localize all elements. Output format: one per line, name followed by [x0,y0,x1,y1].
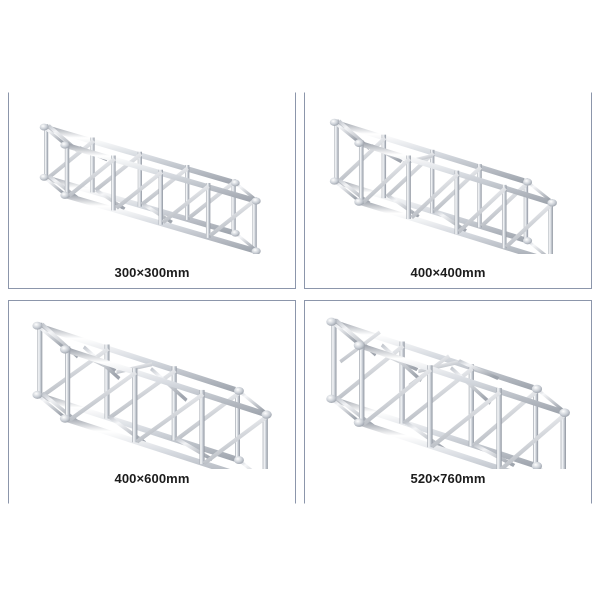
square-truss-400x400-illustration [305,93,591,254]
truss-card-400x600[interactable]: 400×600mm [8,300,296,504]
truss-size-label: 300×300mm [114,265,190,280]
truss-card-400x400[interactable]: 400×400mm [304,92,592,289]
rect-truss-520x760-illustration [305,301,591,469]
truss-card-300x300[interactable]: 300×300mm [8,92,296,289]
truss-card-520x760[interactable]: 520×760mm [304,300,592,504]
rect-truss-400x600-illustration [9,301,295,469]
truss-size-label: 520×760mm [410,471,486,486]
truss-size-label: 400×400mm [410,265,486,280]
square-truss-300x300-illustration [9,93,295,254]
truss-size-label: 400×600mm [114,471,190,486]
